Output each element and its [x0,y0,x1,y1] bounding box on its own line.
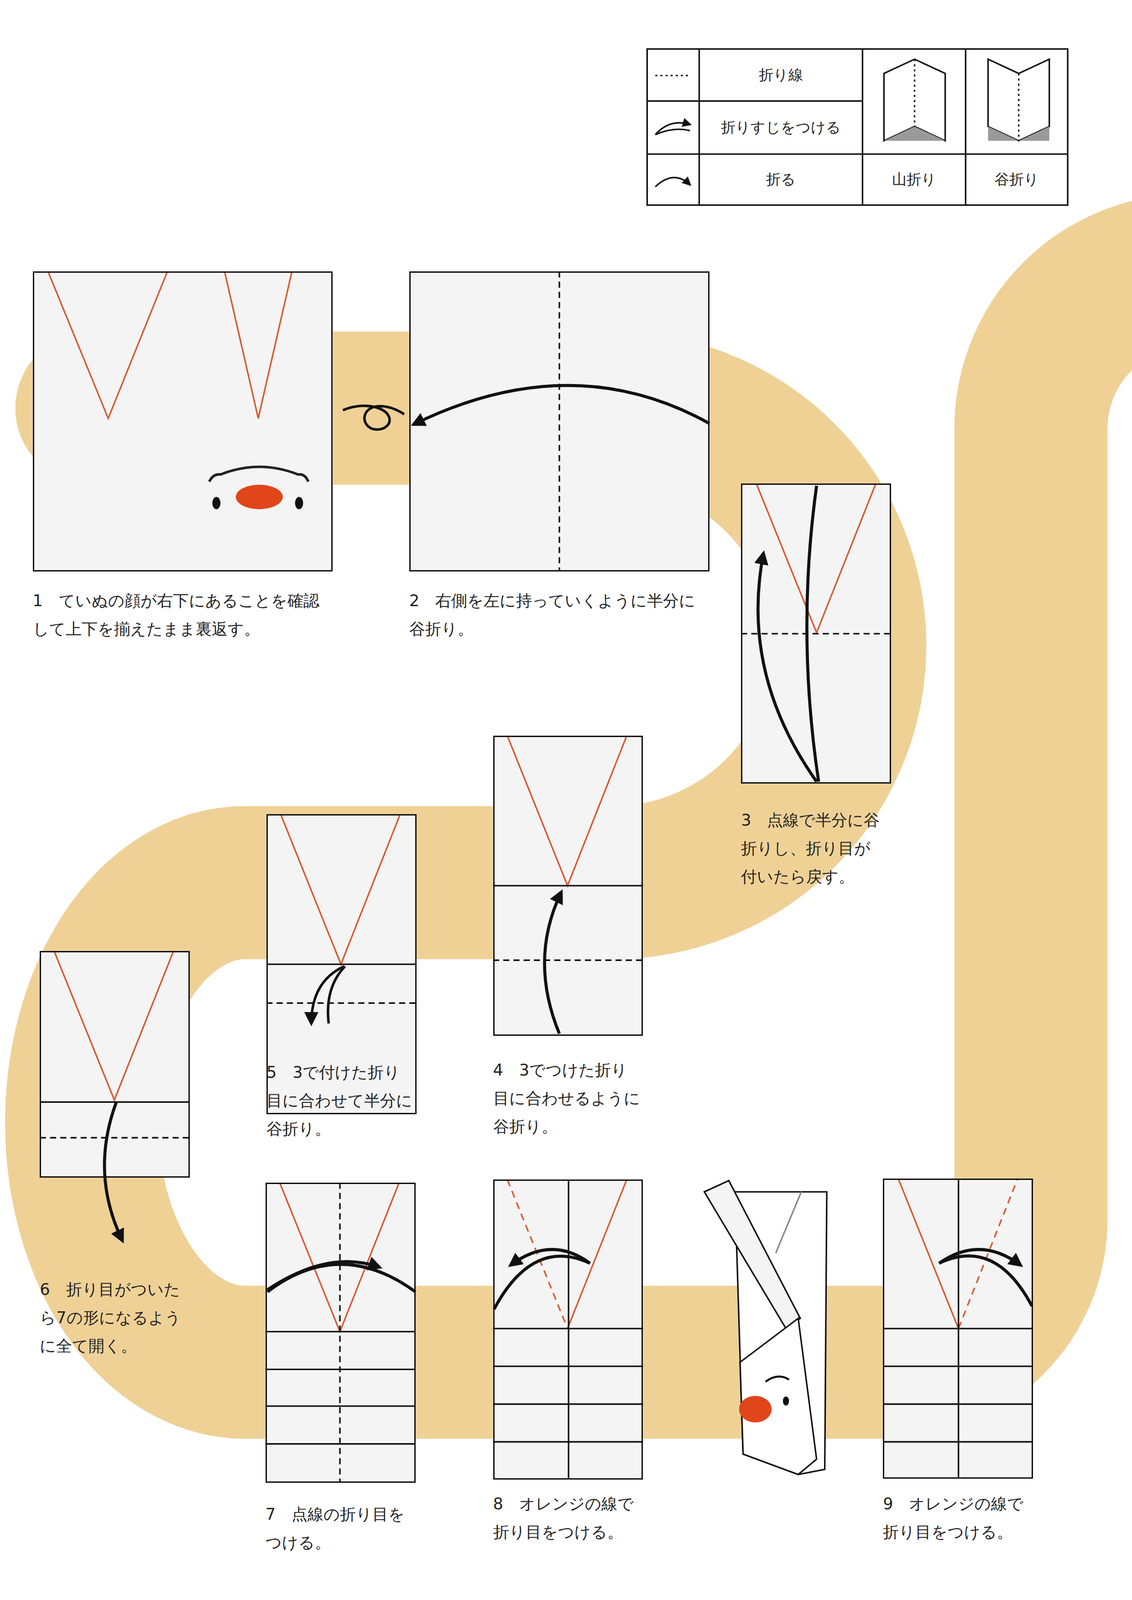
step-caption: 7 点線の折り目を つける。 [265,1500,418,1558]
mountain-fold-sample [883,59,945,141]
step4-drawing [493,735,644,1034]
fold-line-sample [655,74,691,77]
step-caption: 4 3でつけた折り 目に合わせるように 谷折り。 [493,1056,646,1142]
step-caption: 8 オレンジの線で 折り目をつける。 [493,1490,646,1547]
step-panel: 8 オレンジの線で 折り目をつける。 [493,1179,644,1481]
step-caption: 9 オレンジの線で 折り目をつける。 [882,1490,1035,1547]
crease-arrow-sample [655,122,690,135]
step-caption: 1 ていぬの顔が右下にあることを確認 して上下を揃えたまま裏返す。 [32,586,329,644]
panel-grounds [32,271,1033,1484]
step-caption: 3 点線で半分に谷 折りし、折り目が 付いたら戻す。 [740,806,893,892]
valley-fold-sample [988,59,1050,141]
step-panel: 3 点線で半分に谷 折りし、折り目が 付いたら戻す。 [740,483,892,784]
step-caption: 6 折り目がついた ら7の形になるよう に全て開く。 [39,1275,192,1361]
legend-label: 山折り [862,154,966,206]
step3-drawing [740,483,892,782]
legend-label: 折り線 [699,48,863,101]
step7-drawing [265,1183,416,1484]
step1-drawing [47,271,308,510]
step2-drawing [413,271,710,572]
legend-label: 折る [699,154,863,206]
turn-over-symbol [343,406,405,430]
step-panel: 5 3で付けた折り 目に合わせて半分に 谷折り。 [266,814,417,1115]
step-panel: 7 点線の折り目を つける。 [265,1183,416,1484]
step5-drawing [266,814,417,1024]
step6-drawing [39,951,190,1242]
step-caption: 5 3で付けた折り 目に合わせて半分に 谷折り。 [266,1058,419,1144]
legend-label: 谷折り [965,154,1068,206]
step-panel: 1 ていぬの顔が右下にあることを確認 して上下を揃えたまま裏返す。 [32,271,334,572]
step-panel: 6 折り目がついた ら7の形になるよう に全て開く。 [39,951,190,1179]
step8-drawing [493,1179,644,1481]
step-caption: 2 右側を左に持っていくように半分に 谷折り。 [409,586,705,644]
legend-label: 折りすじをつける [699,100,863,154]
step-panel: 9 オレンジの線で 折り目をつける。 [882,1178,1033,1480]
legend-table [646,48,1068,205]
step-panel: 4 3でつけた折り 目に合わせるように 谷折り。 [493,735,644,1037]
fold-arrow-sample [655,177,690,187]
step9-drawing [882,1178,1033,1480]
folded-paper-figure [704,1180,827,1475]
step-panel: 2 右側を左に持っていくように半分に 谷折り。 [409,271,710,572]
